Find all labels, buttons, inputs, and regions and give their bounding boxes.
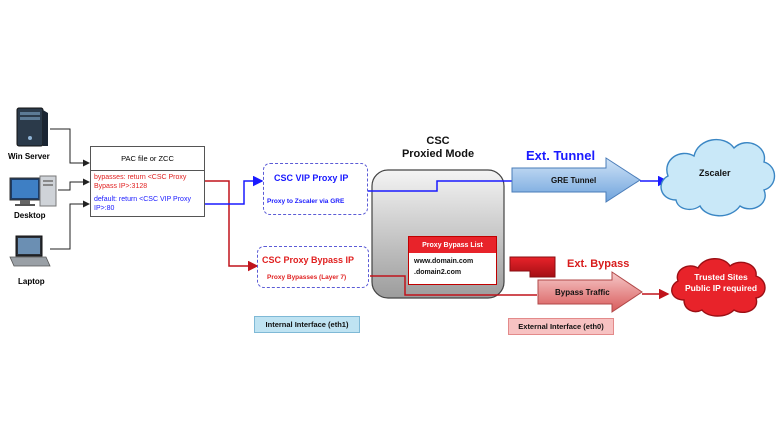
bypass-list-header: Proxy Bypass List (409, 237, 496, 253)
csc-title-line2: Proxied Mode (401, 148, 475, 160)
bypass-to-external-line (370, 275, 537, 296)
trusted-sites-cloud (671, 258, 766, 317)
trusted-sites-label: Trusted Sites Public IP required (676, 272, 766, 294)
trusted-line1: Trusted Sites (694, 272, 748, 282)
gre-tunnel-label: GRE Tunnel (551, 176, 597, 185)
server-icon (16, 107, 48, 147)
gre-tunnel-arrow (511, 157, 641, 203)
zscaler-cloud (660, 138, 776, 217)
bypass-bend-shape (509, 256, 556, 278)
csc-title: CSC Proxied Mode (384, 135, 492, 161)
bypass-list-entry: .domain2.com (414, 269, 462, 276)
desktop-label: Desktop (14, 211, 46, 220)
bypass-proxy-title: CSC Proxy Bypass IP (262, 255, 355, 265)
laptop-icon (9, 235, 51, 267)
win-server-label: Win Server (8, 152, 50, 161)
proxy-bypass-list: Proxy Bypass List www.domain.com .domain… (408, 236, 497, 285)
external-interface-tag: External Interface (eth0) (508, 318, 614, 335)
server-connector (50, 128, 90, 167)
vip-flow-line (204, 175, 264, 205)
bypass-proxy-box: CSC Proxy Bypass IP Proxy Bypasses (Laye… (257, 246, 369, 288)
csc-title-line1: CSC (426, 135, 450, 147)
bypass-traffic-arrow (537, 271, 643, 313)
trusted-line2: Public IP required (684, 283, 758, 293)
pac-bypass-rule: bypasses: return <CSC Proxy Bypass IP>:3… (94, 174, 187, 190)
vip-to-tunnel-line (366, 180, 512, 192)
pac-default-rule: default: return <CSC VIP Proxy IP>:80 (94, 196, 191, 212)
desktop-connector (58, 178, 90, 191)
laptop-connector (50, 200, 90, 250)
bypass-traffic-label: Bypass Traffic (555, 288, 610, 297)
vip-proxy-title: CSC VIP Proxy IP (274, 173, 349, 183)
laptop-label: Laptop (18, 277, 45, 286)
ext-tunnel-label: Ext. Tunnel (526, 148, 596, 163)
pac-file-box: PAC file or ZCC bypasses: return <CSC Pr… (90, 146, 205, 217)
ext-bypass-label: Ext. Bypass (567, 258, 630, 270)
pac-title: PAC file or ZCC (91, 147, 204, 171)
vip-proxy-box: CSC VIP Proxy IP Proxy to Zscaler via GR… (263, 163, 368, 215)
bypass-proxy-subtitle: Proxy Bypasses (Layer 7) (267, 274, 347, 281)
vip-proxy-subtitle: Proxy to Zscaler via GRE (267, 198, 345, 205)
bypass-flow-line (204, 180, 259, 272)
bypass-list-entry: www.domain.com (414, 258, 474, 265)
zscaler-label: Zscaler (699, 168, 731, 178)
desktop-icon (9, 175, 57, 207)
internal-interface-tag: Internal Interface (eth1) (254, 316, 360, 333)
